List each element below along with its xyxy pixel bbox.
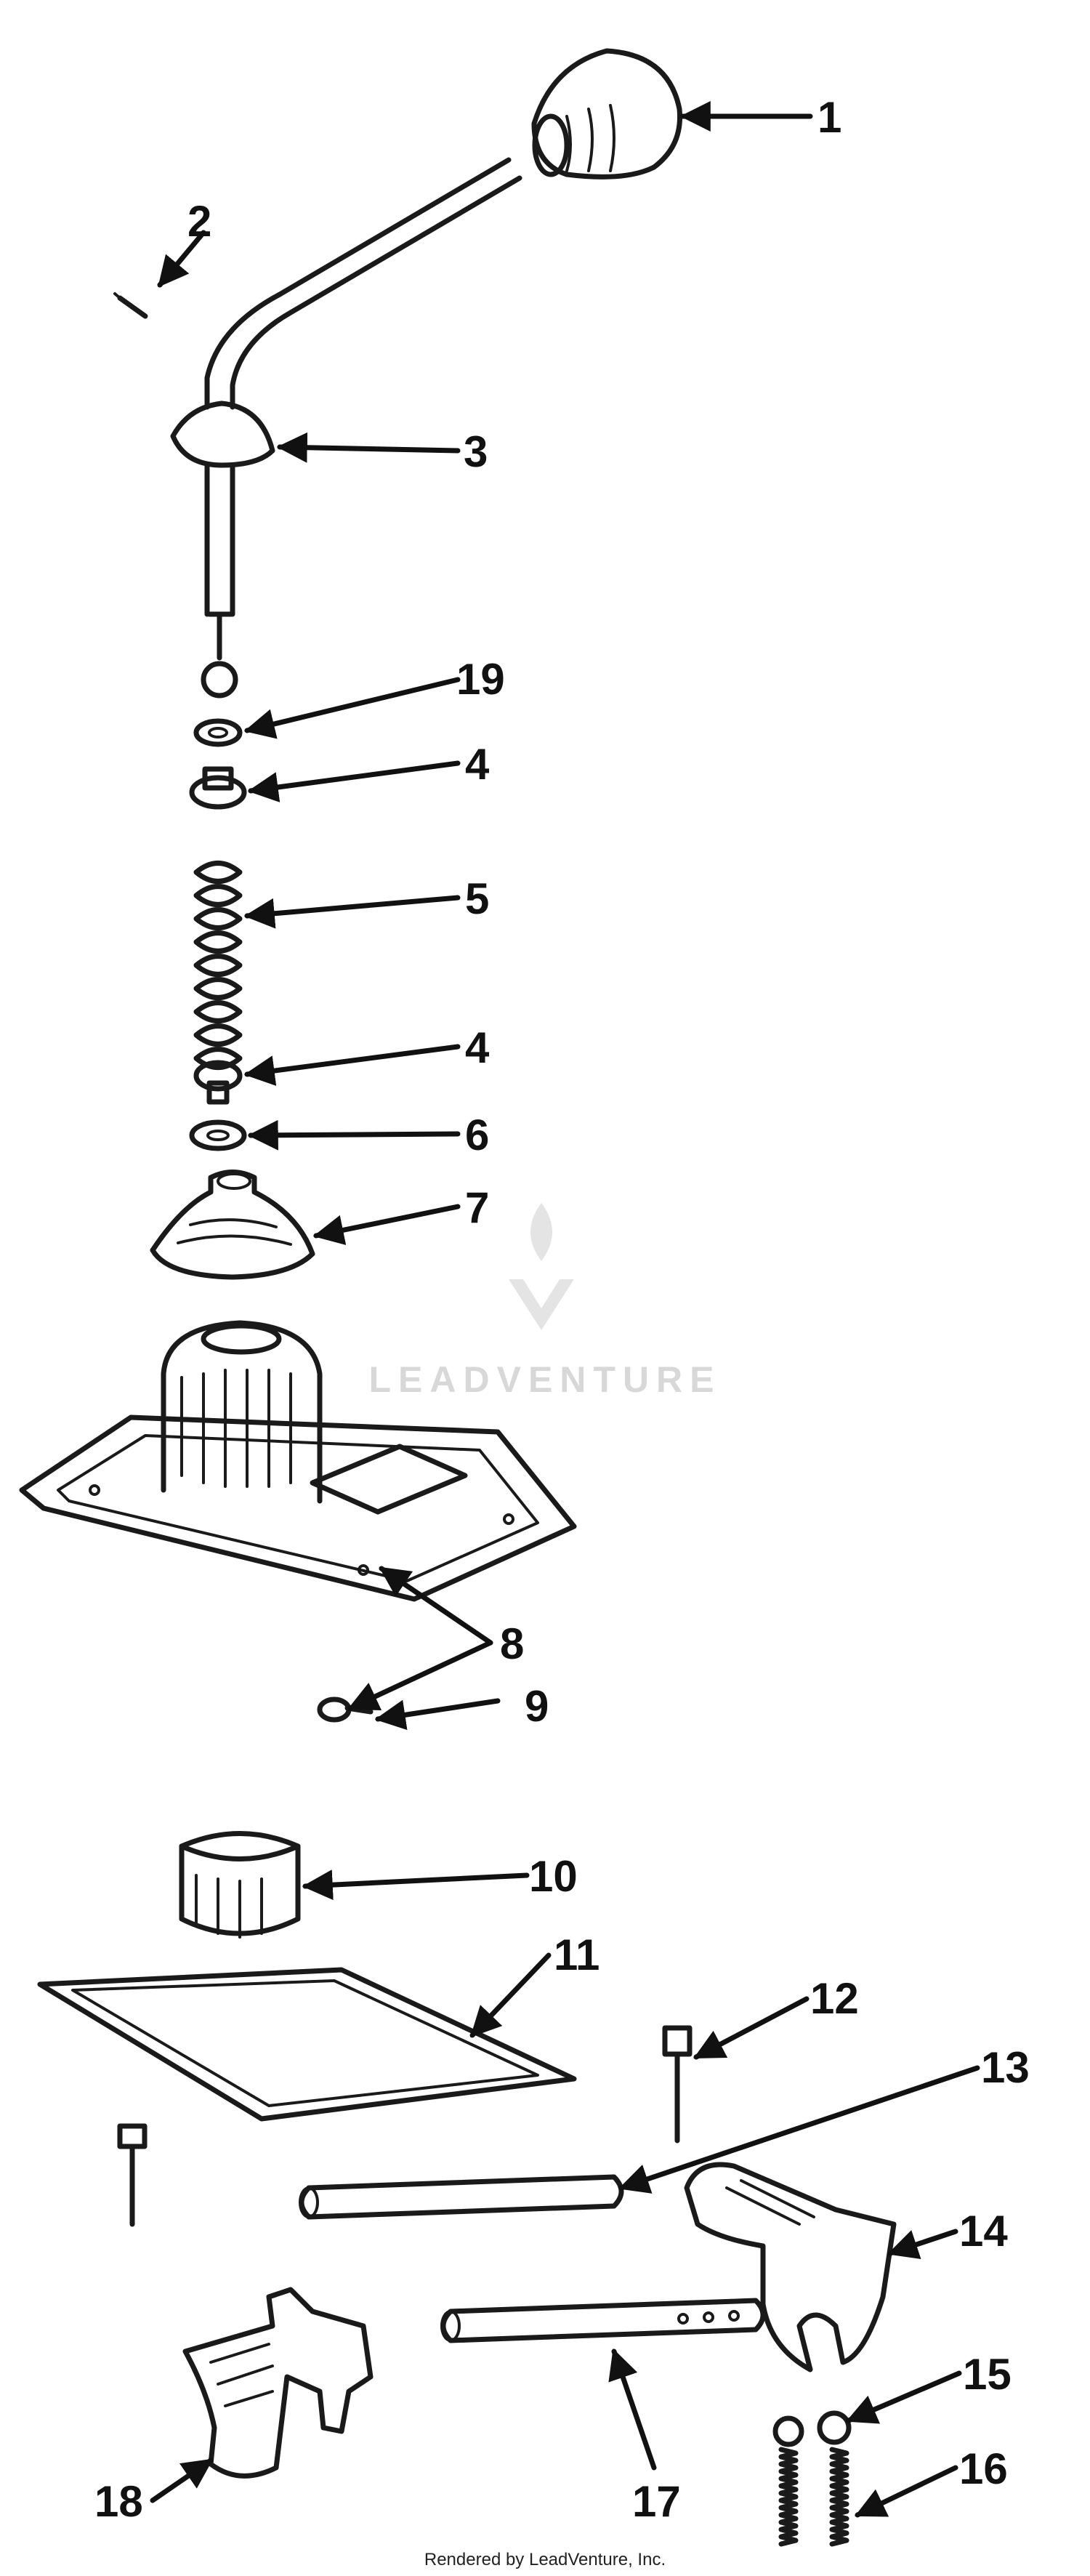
callout-2: 2 xyxy=(187,197,211,246)
callout-9: 9 xyxy=(525,1682,549,1731)
callout-8: 8 xyxy=(500,1619,524,1668)
leader-lines xyxy=(150,101,980,2518)
callout-18: 18 xyxy=(94,2477,143,2526)
part-dome-cap xyxy=(170,401,275,468)
part-bushing xyxy=(179,1831,301,1939)
part-shift-fork-14 xyxy=(684,2162,897,2372)
callout-12: 12 xyxy=(810,1974,859,2023)
callout-10: 10 xyxy=(529,1852,578,1901)
callout-16: 16 xyxy=(959,2444,1008,2493)
callout-1: 1 xyxy=(818,93,841,142)
part-washer-6 xyxy=(189,1119,247,1151)
part-nut-lower xyxy=(193,1060,243,1105)
callout-11: 11 xyxy=(554,1931,600,1979)
part-spring xyxy=(193,861,243,1070)
callout-17: 17 xyxy=(632,2477,681,2526)
callout-19: 19 xyxy=(456,655,505,704)
part-bolt-left xyxy=(117,2123,148,2227)
watermark-logo: LEADVENTURE xyxy=(368,1203,721,1400)
watermark-text: LEADVENTURE xyxy=(368,1359,721,1400)
callout-3: 3 xyxy=(464,427,488,476)
callout-7: 7 xyxy=(465,1183,489,1232)
part-washer-19 xyxy=(193,718,243,747)
callout-5: 5 xyxy=(465,874,489,923)
part-boot xyxy=(150,1170,315,1280)
part-balls xyxy=(772,2410,852,2447)
part-pin xyxy=(113,292,148,319)
callout-labels: 1 2 3 19 4 5 4 6 7 8 9 10 11 12 13 14 15… xyxy=(94,93,1030,2526)
part-gasket xyxy=(37,1967,577,2122)
part-shift-lever xyxy=(201,157,522,699)
part-rod-13 xyxy=(299,2174,624,2220)
callout-4-upper: 4 xyxy=(465,740,490,789)
callout-4-lower: 4 xyxy=(465,1023,490,1072)
rendered-by-footer: Rendered by LeadVenture, Inc. xyxy=(424,2550,666,2569)
part-knob xyxy=(531,48,683,180)
callout-13: 13 xyxy=(981,2043,1030,2092)
part-bolt-12 xyxy=(662,2025,693,2144)
part-shift-fork-18 xyxy=(182,2287,374,2479)
part-rod-17 xyxy=(440,2298,766,2343)
callout-15: 15 xyxy=(963,2350,1012,2399)
callout-14: 14 xyxy=(959,2207,1008,2255)
part-nut-upper xyxy=(189,766,247,810)
part-small-springs xyxy=(778,2447,849,2547)
callout-6: 6 xyxy=(465,1111,489,1159)
part-housing-cover xyxy=(19,1320,577,1602)
